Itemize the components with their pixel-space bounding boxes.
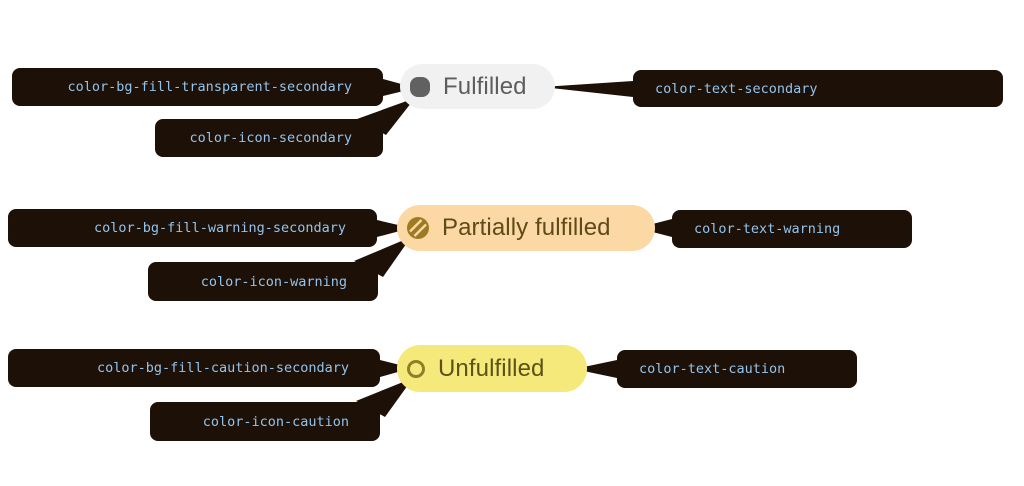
token-label-text-secondary: color-text-secondary bbox=[633, 70, 1003, 107]
badge-unfulfilled-label: Unfulfilled bbox=[438, 354, 545, 382]
token-label-icon-secondary: color-icon-secondary bbox=[155, 119, 383, 157]
badge-fulfilled: Fulfilled bbox=[400, 64, 555, 109]
token-label-bg-fill-caution-secondary: color-bg-fill-caution-secondary bbox=[8, 349, 380, 387]
badge-unfulfilled: Unfulfilled bbox=[397, 345, 587, 392]
token-label-icon-warning: color-icon-warning bbox=[148, 262, 378, 301]
badge-partially-fulfilled-label: Partially fulfilled bbox=[442, 214, 611, 241]
token-label-bg-fill-warning-secondary: color-bg-fill-warning-secondary bbox=[8, 209, 377, 247]
badge-partially-fulfilled: Partially fulfilled bbox=[397, 205, 655, 251]
filled-circle-icon bbox=[410, 76, 430, 97]
badge-fulfilled-label: Fulfilled bbox=[443, 72, 527, 100]
token-label-text-caution: color-text-caution bbox=[617, 350, 857, 388]
ring-icon bbox=[407, 359, 425, 378]
token-label-text-warning: color-text-warning bbox=[672, 210, 912, 248]
token-label-bg-fill-transparent-secondary: color-bg-fill-transparent-secondary bbox=[12, 68, 383, 106]
slashed-circle-icon bbox=[407, 217, 429, 239]
connector-wedge-text-fulfilled bbox=[542, 81, 633, 97]
token-label-icon-caution: color-icon-caution bbox=[150, 402, 380, 441]
